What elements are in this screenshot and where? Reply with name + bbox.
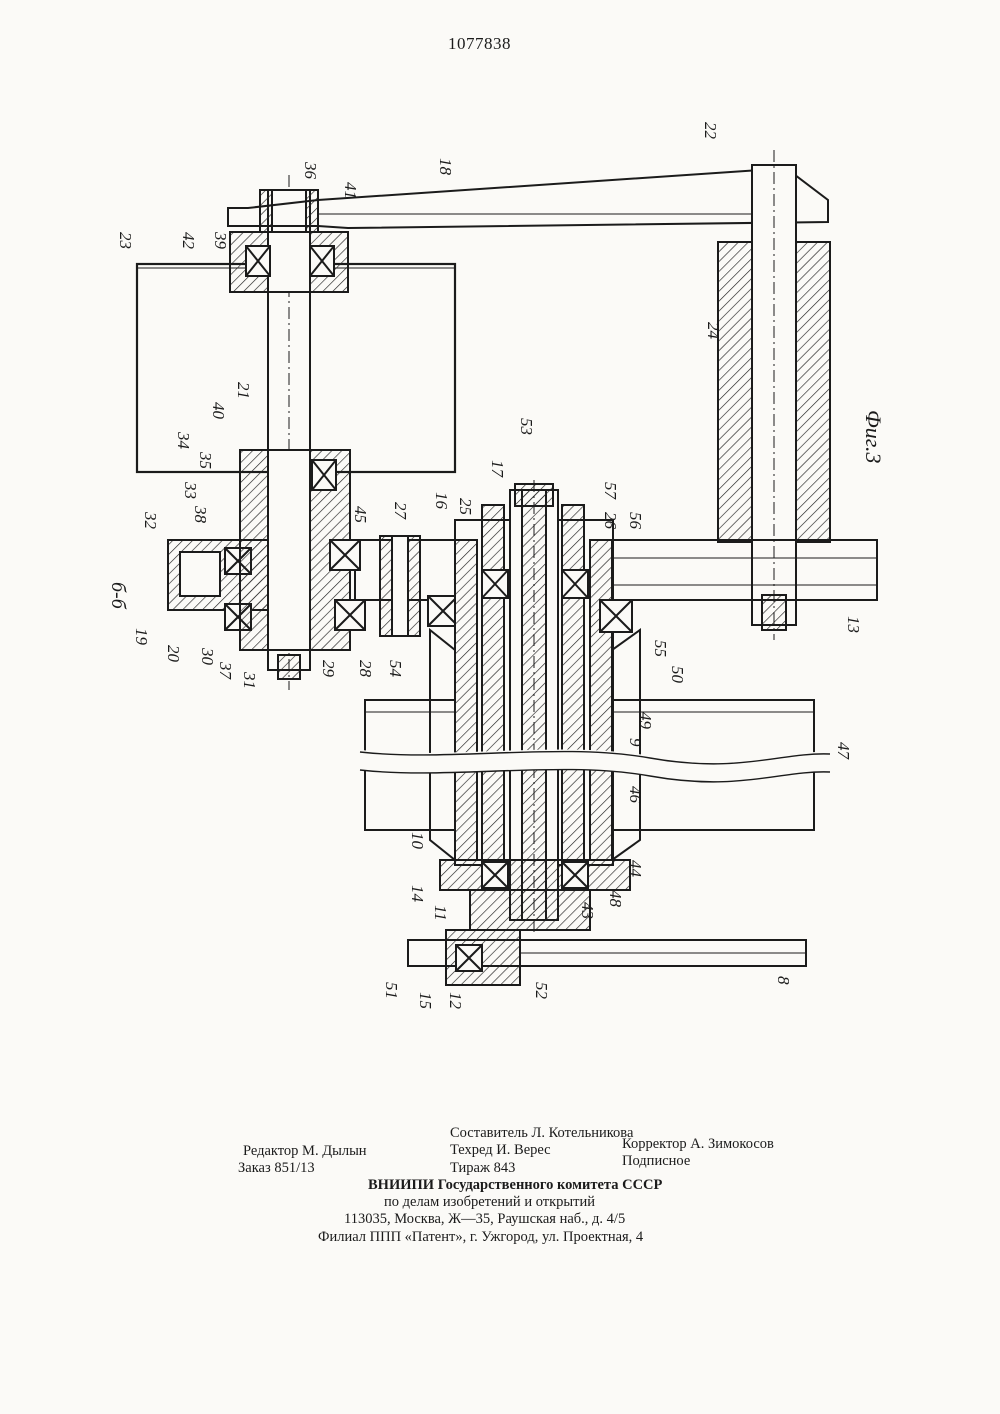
fig-label: 34 [174, 431, 193, 450]
corrector: Корректор А. Зимокосов [622, 1136, 774, 1153]
fig-label: 44 [626, 860, 645, 878]
subscription: Подписное [622, 1153, 690, 1170]
fig-label: 49 [636, 712, 655, 730]
fig-label: 56 [626, 512, 645, 530]
fig-label: 35 [196, 451, 215, 469]
fig-label: 36 [301, 161, 320, 180]
order: Заказ 851/13 [238, 1160, 315, 1177]
fig-label: 47 [834, 742, 853, 761]
fig-label: 38 [191, 505, 210, 524]
fig-label: 54 [386, 660, 405, 678]
fig-label: 57 [601, 482, 620, 501]
fig-label: 43 [578, 902, 597, 919]
technical-drawing: 36 41 18 22 23 42 39 21 24 40 34 35 33 3… [0, 0, 1000, 1080]
fig-caption: Фиг.3 [861, 410, 886, 464]
fig-label: 40 [209, 402, 228, 420]
techred: Техред И. Верес [450, 1142, 551, 1159]
fig-label: 41 [341, 182, 360, 199]
fig-label: 14 [408, 885, 427, 903]
fig-label: 31 [240, 671, 259, 689]
fig-label: 25 [456, 498, 475, 515]
fig-label: 20 [164, 645, 183, 663]
org-line-1: ВНИИПИ Государственного комитета СССР [368, 1177, 662, 1194]
editor: Редактор М. Дылын [243, 1143, 367, 1160]
housing-13 [355, 540, 877, 600]
fig-label: 46 [626, 786, 645, 804]
fig-label: 27 [391, 502, 410, 521]
fig-label: 48 [606, 890, 625, 908]
fig-label: 33 [181, 481, 200, 499]
fig-label: 45 [351, 506, 370, 523]
fig-label: 30 [198, 647, 217, 666]
branch: Филиал ППП «Патент», г. Ужгород, ул. Про… [318, 1229, 643, 1246]
address: 113035, Москва, Ж—35, Раушская наб., д. … [344, 1211, 625, 1228]
fig-label: 28 [356, 660, 375, 678]
fig-label: 53 [517, 418, 536, 435]
fig-label: 39 [211, 231, 230, 250]
fig-label: 13 [844, 616, 863, 633]
fig-label: 16 [432, 492, 451, 510]
fig-label: 11 [431, 905, 450, 921]
fig-label: 19 [132, 628, 151, 646]
fig-label: 42 [179, 232, 198, 250]
fig-label: 22 [701, 122, 720, 140]
fig-label: 15 [416, 992, 435, 1009]
fig-label: 10 [408, 832, 427, 850]
fig-label: 50 [668, 666, 687, 684]
fig-label: 32 [141, 511, 160, 530]
circulation: Тираж 843 [450, 1160, 515, 1177]
fig-label: 23 [116, 232, 135, 249]
fig-label: 26 [601, 512, 620, 530]
fig-label: 21 [234, 382, 253, 399]
section-label: б-б [107, 582, 129, 610]
fig-label: 24 [704, 322, 723, 340]
fig-label: 9 [626, 738, 645, 747]
fig-label: 8 [774, 976, 793, 985]
fig-label: 52 [532, 982, 551, 1000]
fig-label: 17 [488, 460, 507, 479]
fig-label: 37 [216, 661, 235, 681]
fig-label: 12 [446, 992, 465, 1010]
compiler: Составитель Л. Котельникова [450, 1125, 633, 1142]
fig-label: 51 [382, 982, 401, 999]
org-line-2: по делам изобретений и открытий [384, 1194, 595, 1211]
fig-label: 29 [319, 660, 338, 678]
fig-label: 55 [651, 640, 670, 657]
fig-label: 18 [436, 158, 455, 176]
